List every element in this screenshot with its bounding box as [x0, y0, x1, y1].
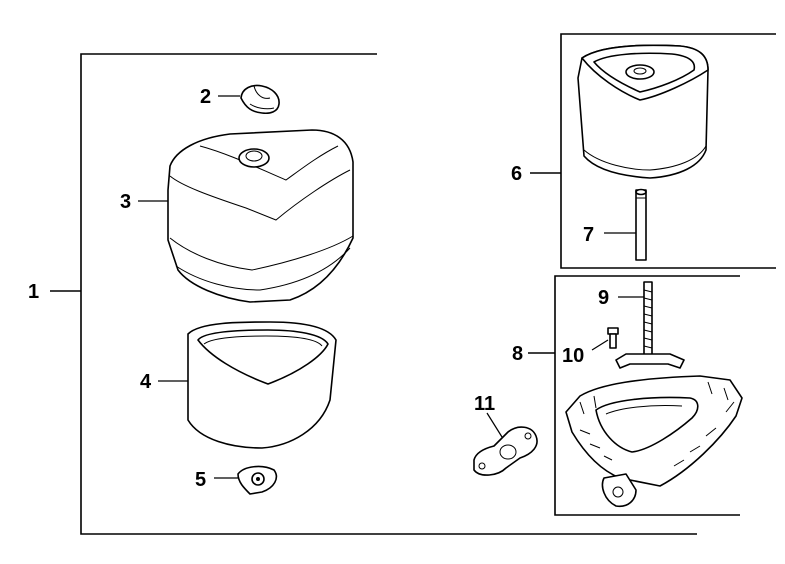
assembly-bracket-1 [50, 53, 697, 535]
base-stud-icon [615, 281, 685, 369]
gasket-icon [473, 426, 538, 476]
callout-4: 4 [140, 371, 152, 393]
callout-8: 8 [512, 343, 523, 365]
callout-1: 1 [28, 281, 39, 303]
base-assembly-icon [565, 375, 743, 508]
cover-nut-icon [237, 465, 278, 495]
air-cleaner-cover-icon [167, 129, 354, 303]
stud-icon [635, 188, 647, 261]
callout-2: 2 [200, 86, 211, 108]
callout-3: 3 [120, 191, 131, 213]
callout-5: 5 [195, 469, 206, 491]
element-box-6 [530, 33, 776, 269]
leader-11 [486, 412, 503, 438]
wing-nut-icon [240, 84, 280, 115]
callout-6: 6 [511, 163, 522, 185]
base-box-8 [528, 275, 740, 516]
paper-element-icon [577, 44, 709, 179]
callout-9: 9 [598, 287, 609, 309]
callout-10: 10 [562, 345, 584, 367]
screw-icon [607, 327, 619, 349]
callout-11: 11 [474, 393, 495, 415]
foam-precleaner-icon [187, 321, 337, 449]
leader-10 [591, 339, 609, 351]
callout-7: 7 [583, 224, 594, 246]
